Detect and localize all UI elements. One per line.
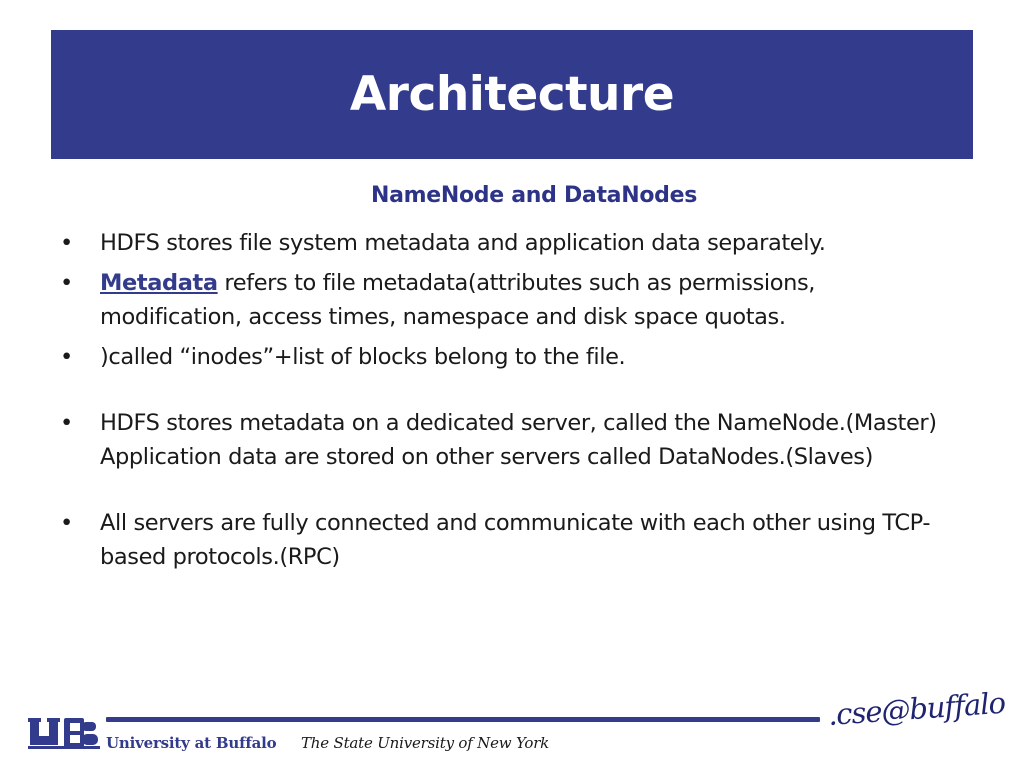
ub-logo-icon — [28, 718, 100, 749]
bullet-marker: • — [60, 230, 73, 256]
bullet-marker: • — [60, 270, 73, 296]
bullet-item: • Metadata refers to file metadata(attri… — [60, 266, 960, 334]
university-name: University at Buffalo — [106, 734, 277, 752]
bullet-item: • All servers are fully connected and co… — [60, 506, 960, 574]
slide-subtitle: NameNode and DataNodes — [370, 183, 698, 208]
footer: University at Buffalo The State Universi… — [0, 686, 1024, 768]
bullet-marker: • — [60, 344, 73, 370]
bullet-item: • )called “inodes”+list of blocks belong… — [60, 340, 960, 374]
bullet-text: refers to file metadata(attributes such … — [100, 270, 816, 330]
title-bar: Architecture — [51, 30, 973, 159]
slide-title: Architecture — [349, 67, 675, 122]
cse-buffalo-logo: .cse@buffalo — [826, 685, 1007, 732]
bullet-text: HDFS stores metadata on a dedicated serv… — [100, 410, 937, 470]
bullet-text: )called “inodes”+list of blocks belong t… — [100, 344, 626, 370]
bullet-item: • HDFS stores metadata on a dedicated se… — [60, 406, 960, 474]
footer-divider — [106, 717, 820, 722]
bullet-marker: • — [60, 410, 73, 436]
bullet-list: • HDFS stores file system metadata and a… — [60, 226, 960, 580]
bullet-item: • HDFS stores file system metadata and a… — [60, 226, 960, 260]
bullet-marker: • — [60, 510, 73, 536]
metadata-term: Metadata — [100, 270, 218, 296]
bullet-text: HDFS stores file system metadata and app… — [100, 230, 826, 256]
university-subtitle: The State University of New York — [301, 734, 550, 752]
bullet-text: All servers are fully connected and comm… — [100, 510, 931, 570]
